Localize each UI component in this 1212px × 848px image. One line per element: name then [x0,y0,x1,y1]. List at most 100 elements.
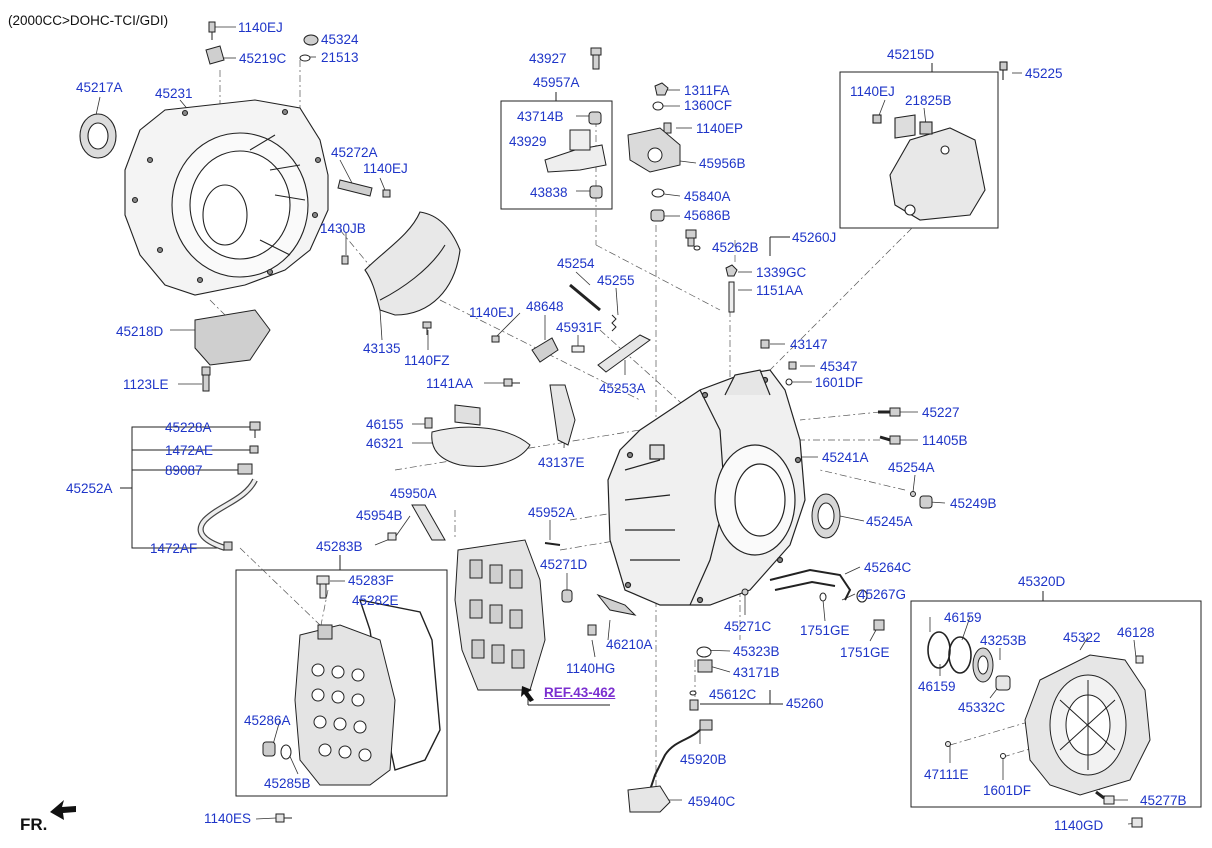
part-label-43171b[interactable]: 43171B [733,665,780,680]
part-label-45931f[interactable]: 45931F [556,320,602,335]
part-label-45260j[interactable]: 45260J [792,230,837,245]
part-label-1140ej-d[interactable]: 1140EJ [469,305,514,320]
part-label-45225[interactable]: 45225 [1025,66,1063,81]
part-label-45227[interactable]: 45227 [922,405,960,420]
part-label-45347[interactable]: 45347 [820,359,858,374]
part-label-21825b[interactable]: 21825B [905,93,952,108]
part-label-1140ep[interactable]: 1140EP [696,121,744,136]
part-label-1140gd[interactable]: 1140GD [1054,818,1104,833]
part-label-1472af[interactable]: 1472AF [150,541,198,556]
part-label-1140ej-b[interactable]: 1140EJ [363,161,408,176]
part-label-45320d[interactable]: 45320D [1018,574,1066,589]
part-label-45283f[interactable]: 45283F [348,573,394,588]
front-arrow-icon [50,800,76,820]
part-label-46210a[interactable]: 46210A [606,637,653,652]
part-label-45277b[interactable]: 45277B [1140,793,1187,808]
part-label-1140es[interactable]: 1140ES [204,811,252,826]
part-label-45264c[interactable]: 45264C [864,560,912,575]
part-label-43838[interactable]: 43838 [530,185,568,200]
part-label-1140hg[interactable]: 1140HG [566,661,616,676]
part-label-21513[interactable]: 21513 [321,50,359,65]
part-label-1123le[interactable]: 1123LE [123,377,169,392]
part-label-43137e[interactable]: 43137E [538,455,585,470]
part-label-45957a[interactable]: 45957A [533,75,580,90]
part-label-45272a[interactable]: 45272A [331,145,378,160]
part-label-11405b[interactable]: 11405B [922,433,968,448]
part-label-46321[interactable]: 46321 [366,436,404,451]
part-label-1751ge-b[interactable]: 1751GE [840,645,890,660]
part-label-45267g[interactable]: 45267G [858,587,907,602]
part-label-45612c[interactable]: 45612C [709,687,757,702]
part-label-1140fz[interactable]: 1140FZ [404,353,450,368]
part-label-45228a[interactable]: 45228A [165,420,212,435]
part-label-45952a[interactable]: 45952A [528,505,575,520]
part-label-45260[interactable]: 45260 [786,696,824,711]
part-label-45219c[interactable]: 45219C [239,51,287,66]
part-label-48648[interactable]: 48648 [526,299,564,314]
part-label-45241a[interactable]: 45241A [822,450,869,465]
part-label-46159-a[interactable]: 46159 [944,610,982,625]
part-label-45285b[interactable]: 45285B [264,776,311,791]
part-label-1360cf[interactable]: 1360CF [684,98,733,113]
part-label-45252a[interactable]: 45252A [66,481,113,496]
bolt-45227 [878,407,901,417]
part-label-45245a[interactable]: 45245A [866,514,913,529]
part-label-43253b[interactable]: 43253B [980,633,1027,648]
part-label-45323b[interactable]: 45323B [733,644,780,659]
part-label-45231[interactable]: 45231 [155,86,193,101]
part-label-45840a[interactable]: 45840A [684,189,731,204]
part-label-1601df[interactable]: 1601DF [815,375,864,390]
bolt-1140ej-d [491,335,500,343]
reference-link-43-462[interactable]: REF.43-462 [544,685,616,700]
part-label-43147[interactable]: 43147 [790,337,828,352]
oring-45612c [689,690,697,696]
part-label-45253a[interactable]: 45253A [599,381,646,396]
part-label-1339gc[interactable]: 1339GC [756,265,807,280]
part-label-1751ge-a[interactable]: 1751GE [800,623,850,638]
part-label-45332c[interactable]: 45332C [958,700,1006,715]
part-label-45322[interactable]: 45322 [1063,630,1101,645]
converter-housing [124,99,329,296]
part-label-1151aa[interactable]: 1151AA [756,283,804,298]
part-label-45249b[interactable]: 45249B [950,496,997,511]
part-label-45282e[interactable]: 45282E [352,593,399,608]
bolt-1123le [201,366,211,392]
part-label-43927[interactable]: 43927 [529,51,567,66]
part-label-46159-b[interactable]: 46159 [918,679,956,694]
part-label-45956b[interactable]: 45956B [699,156,746,171]
part-label-1311fa[interactable]: 1311FA [684,83,730,98]
part-label-43929[interactable]: 43929 [509,134,547,149]
part-label-45940c[interactable]: 45940C [688,794,736,809]
part-label-45271d[interactable]: 45271D [540,557,588,572]
part-label-45262b[interactable]: 45262B [712,240,759,255]
part-label-46155[interactable]: 46155 [366,417,404,432]
part-label-1430jb[interactable]: 1430JB [320,221,366,236]
part-label-45215d[interactable]: 45215D [887,47,935,62]
bolt-45262b [685,229,697,247]
part-label-1472ae[interactable]: 1472AE [165,443,214,458]
part-label-45254[interactable]: 45254 [557,256,595,271]
part-label-45255[interactable]: 45255 [597,273,635,288]
part-label-45920b[interactable]: 45920B [680,752,727,767]
part-label-89087[interactable]: 89087 [165,463,203,478]
part-label-47111e[interactable]: 47111E [924,767,969,782]
bushing-43838 [589,185,603,199]
part-label-45283b[interactable]: 45283B [316,539,363,554]
part-label-45286a[interactable]: 45286A [244,713,291,728]
bolt-1751ge-b [873,619,885,631]
part-label-45217a[interactable]: 45217A [76,80,123,95]
part-label-45254a[interactable]: 45254A [888,460,935,475]
part-label-45950a[interactable]: 45950A [390,486,437,501]
part-label-1140ej[interactable]: 1140EJ [238,20,283,35]
part-label-1141aa[interactable]: 1141AA [426,376,474,391]
part-label-43135[interactable]: 43135 [363,341,401,356]
part-label-45954b[interactable]: 45954B [356,508,403,523]
part-label-45218d[interactable]: 45218D [116,324,164,339]
part-label-1601df-b[interactable]: 1601DF [983,783,1032,798]
part-label-46128[interactable]: 46128 [1117,625,1155,640]
part-label-45686b[interactable]: 45686B [684,208,731,223]
part-label-1140ej-c[interactable]: 1140EJ [850,84,895,99]
part-label-45271c[interactable]: 45271C [724,619,772,634]
part-label-43714b[interactable]: 43714B [517,109,564,124]
part-label-45324[interactable]: 45324 [321,32,359,47]
